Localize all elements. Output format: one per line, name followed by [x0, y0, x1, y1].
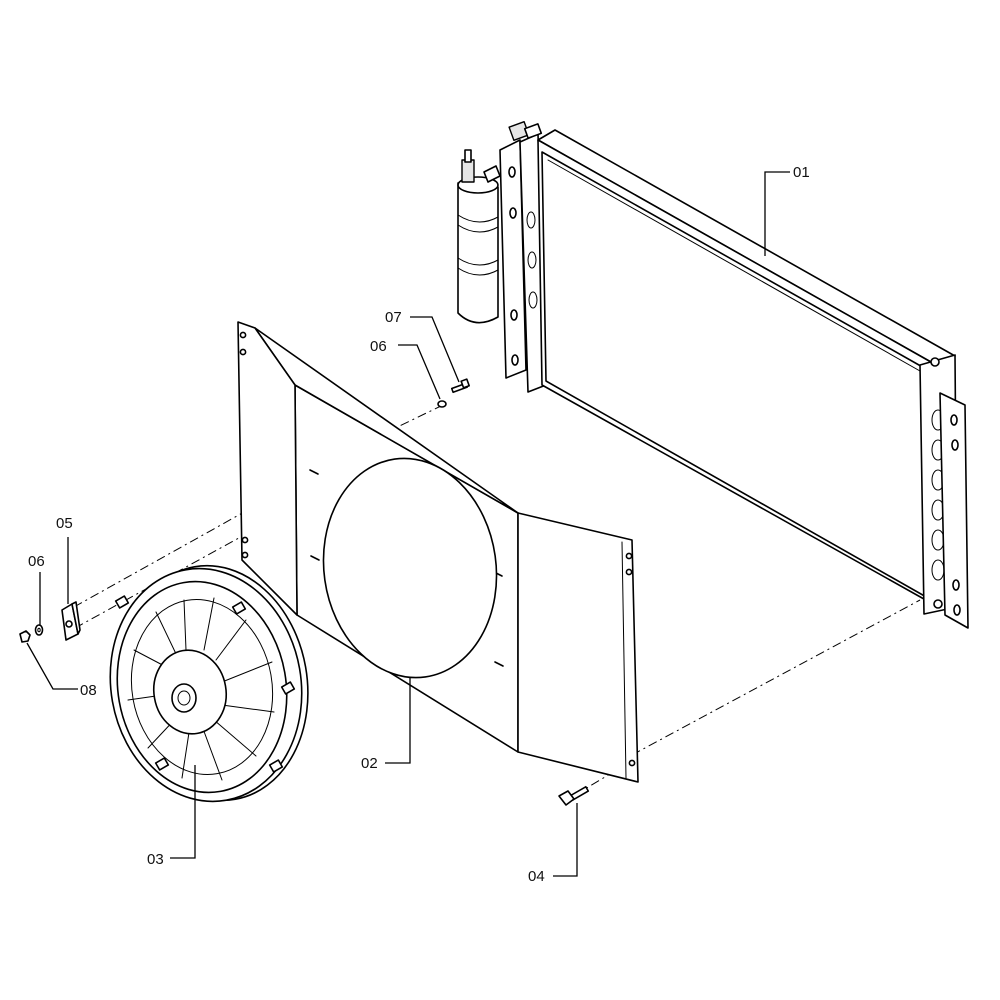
callout-07: 07	[385, 309, 402, 326]
washer-06-left	[34, 624, 44, 636]
callout-08: 08	[80, 682, 97, 699]
callout-06-top: 06	[370, 338, 387, 355]
receiver-drier	[457, 149, 501, 324]
callout-06-left: 06	[28, 553, 45, 570]
callout-05: 05	[56, 515, 73, 532]
bolt-04	[558, 785, 590, 806]
nut-08	[19, 630, 31, 643]
fan-shroud	[237, 321, 639, 783]
washer-06-top	[437, 400, 447, 408]
fan-shaft	[171, 683, 197, 713]
left-mounting-bracket	[499, 139, 527, 379]
callout-02: 02	[361, 755, 378, 772]
bolt-07	[450, 378, 470, 394]
right-mounting-bracket	[939, 392, 969, 629]
condenser-assembly	[457, 120, 969, 629]
callout-04: 04	[528, 868, 545, 885]
shroud-fan-opening	[322, 457, 498, 679]
callout-01: 01	[793, 164, 810, 181]
bracket-05	[61, 601, 81, 641]
electric-fan	[109, 564, 309, 803]
callout-03: 03	[147, 851, 164, 868]
leader-lines	[26, 171, 790, 877]
callout-labels: 01 02 03 04 05 06 06 07 08	[28, 164, 810, 885]
